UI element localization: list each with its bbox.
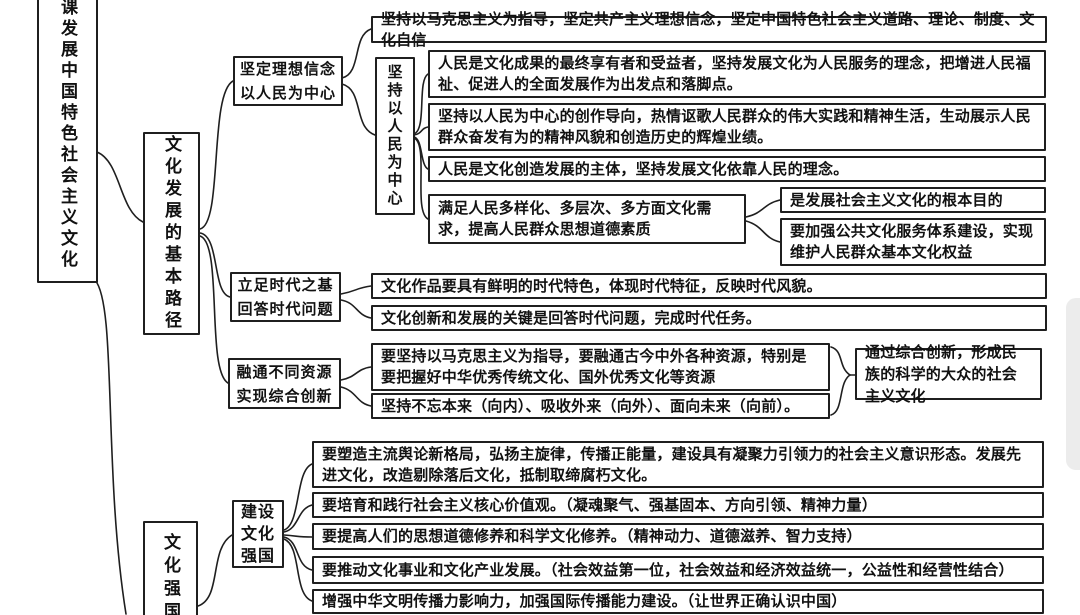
edge-build-b1 (283, 463, 313, 531)
node-merge-resources: 融通不同资源 实现综合创新 (228, 358, 341, 409)
node-people-centered: 坚持以人民为中心 (375, 57, 415, 215)
node-ideal-belief: 坚定理想信念 以人民为中心 (233, 56, 343, 106)
node-root-lesson-title: 课发展中国特色社会主义文化 (37, 0, 98, 283)
edge-people-center-p3 (413, 136, 429, 170)
leaf-marxism-guidance: 坚持以马克思主义为指导，坚定共产主义理想信念，坚定中国特色社会主义道路、理论、制… (371, 10, 1047, 49)
scrollbar-thumb[interactable] (1066, 298, 1080, 470)
edge-p4-sub1 (745, 199, 781, 218)
leaf-public-culture-service: 要加强公共文化服务体系建设，实现维护人民群众基本文化权益 (780, 218, 1046, 266)
edge-root-strong-country (94, 279, 127, 615)
node-basic-path: 文化发展的基本路径 (143, 132, 200, 335)
leaf-creative-orientation: 坚持以人民为中心的创作导向，热情讴歌人民群众的伟大实践和精神生活，生动展示人民群… (428, 103, 1046, 151)
leaf-public-opinion-pattern: 要塑造主流舆论新格局，弘扬主旋律，传播正能量，建设具有凝聚力引领力的社会主义意识… (312, 441, 1044, 488)
edge-era-point1 (340, 285, 372, 295)
edge-build-b3 (283, 534, 313, 538)
leaf-merge-directions: 坚持不忘本来（向内）、吸收外来（向外）、面向未来（向前）。 (371, 393, 830, 419)
leaf-people-main-body: 人民是文化创造发展的主体，坚持发展文化依靠人民的理念。 (428, 156, 1046, 182)
leaf-fundamental-purpose: 是发展社会主义文化的根本目的 (780, 187, 1046, 213)
leaf-merge-guidance: 要坚持以马克思主义为指导，要融通古今中外各种资源，特别是要把握好中华优秀传统文化… (371, 343, 830, 391)
leaf-international-communication: 增强中华文明传播力影响力，加强国际传播能力建设。（让世界正确认识中国） (312, 589, 1044, 614)
leaf-core-values: 要培育和践行社会主义核心价值观。（凝魂聚气、强基固本、方向引领、精神力量） (312, 492, 1044, 518)
leaf-moral-scientific-cultivation: 要提高人们的思想道德修养和科学文化修养。（精神动力、道德滋养、智力支持） (312, 523, 1044, 550)
node-satisfy-needs: 满足人民多样化、多层次、多方面文化需求，提高人民群众思想道德素质 (428, 194, 746, 244)
edge-strong-build (197, 534, 233, 607)
edge-merge-point1 (340, 366, 372, 381)
leaf-era-works: 文化作品要具有鲜明的时代特色，体现时代特征，反映时代风貌。 (371, 273, 1047, 299)
edge-basic-path-merge (199, 235, 229, 384)
edge-build-b2 (283, 504, 313, 533)
edge-people-center-p4 (413, 137, 429, 220)
edge-basic-path-ideal (199, 80, 234, 230)
edge-p4-sub2 (745, 220, 781, 243)
node-era-foundation: 立足时代之基 回答时代问题 (230, 272, 341, 322)
edge-basic-path-era (199, 232, 231, 298)
leaf-era-innovation-key: 文化创新和发展的关键是回答时代问题，完成时代任务。 (371, 305, 1047, 331)
node-cultural-power: 文化强国 (143, 521, 198, 615)
node-build-cultural-power: 建设 文化 强国 (232, 500, 284, 568)
leaf-people-beneficiary: 人民是文化成果的最终享有者和受益者，坚持发展文化为人民服务的理念，把增进人民福祉… (428, 50, 1046, 98)
edge-people-center-p2 (413, 126, 429, 136)
edge-build-b5 (283, 538, 313, 602)
edge-people-center-p1 (413, 73, 429, 135)
edge-build-b4 (283, 536, 313, 571)
brace-merge-top (830, 346, 851, 376)
edge-ideal-people-center (341, 83, 376, 136)
edge-merge-point2 (340, 386, 372, 407)
brace-merge-bottom (830, 374, 851, 416)
leaf-culture-industry: 要推动文化事业和文化产业发展。（社会效益第一位，社会效益和经济效益统一，公益性和… (312, 556, 1044, 584)
edge-root-basic-path (96, 151, 144, 223)
edge-era-point2 (340, 299, 372, 319)
edge-ideal-marxism (341, 28, 372, 79)
leaf-comprehensive-innovation-result: 通过综合创新，形成民族的科学的大众的社会主义文化 (855, 343, 1042, 405)
